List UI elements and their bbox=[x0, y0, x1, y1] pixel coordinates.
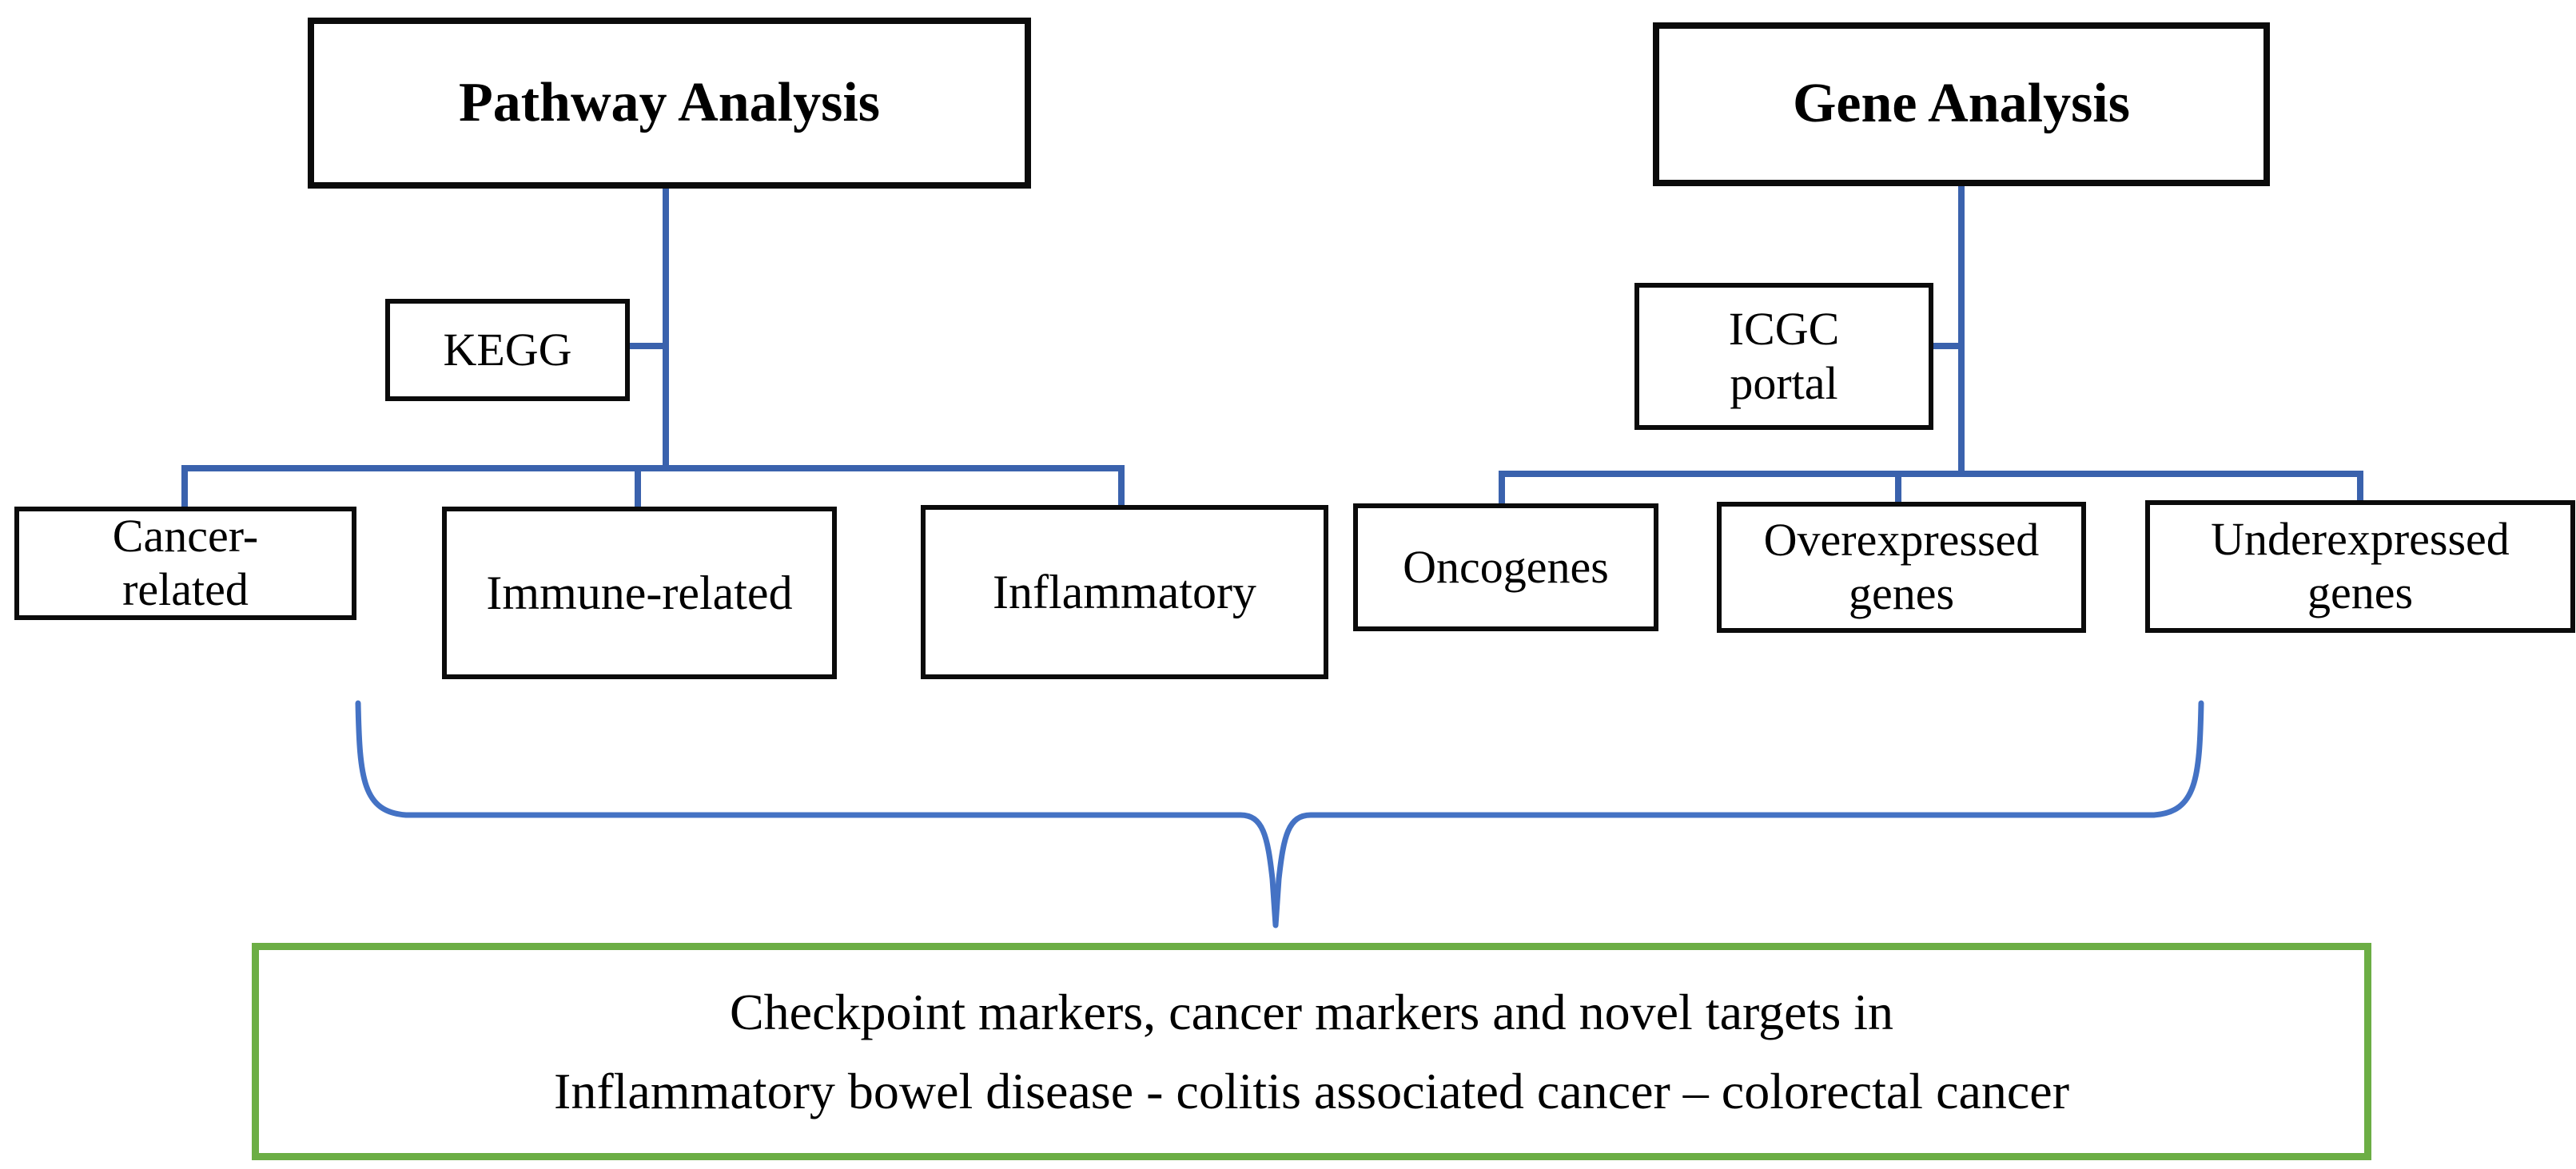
connector-gene-branch-bar bbox=[1499, 471, 2363, 477]
connector-drop-immune-related bbox=[635, 465, 641, 507]
connector-pathway-branch-bar bbox=[181, 465, 1125, 471]
connector-icgc-to-trunk bbox=[1928, 343, 1961, 349]
pathway-analysis-label: Pathway Analysis bbox=[458, 71, 881, 133]
inflammatory-box: Inflammatory bbox=[921, 505, 1328, 679]
connector-drop-inflammatory bbox=[1118, 465, 1125, 505]
connector-kegg-to-trunk bbox=[626, 343, 666, 349]
result-label: Checkpoint markers, cancer markers and n… bbox=[554, 983, 2069, 1119]
overexpressed-genes-label: Overexpressed genes bbox=[1763, 514, 2040, 619]
connector-drop-overexpressed bbox=[1895, 471, 1901, 502]
result-box: Checkpoint markers, cancer markers and n… bbox=[252, 943, 2371, 1160]
icgc-portal-label: ICGC portal bbox=[1728, 302, 1840, 409]
gene-analysis-label: Gene Analysis bbox=[1792, 73, 2131, 135]
pathway-analysis-box: Pathway Analysis bbox=[308, 18, 1031, 189]
connector-pathway-trunk bbox=[663, 189, 669, 470]
icgc-portal-box: ICGC portal bbox=[1634, 283, 1933, 430]
oncogenes-label: Oncogenes bbox=[1403, 540, 1609, 593]
cancer-related-box: Cancer- related bbox=[14, 507, 356, 620]
oncogenes-box: Oncogenes bbox=[1353, 503, 1658, 631]
underexpressed-genes-label: Underexpressed genes bbox=[2211, 513, 2510, 618]
overexpressed-genes-box: Overexpressed genes bbox=[1717, 502, 2086, 633]
gene-analysis-box: Gene Analysis bbox=[1653, 22, 2270, 186]
immune-related-label: Immune-related bbox=[486, 566, 793, 619]
immune-related-box: Immune-related bbox=[442, 507, 837, 679]
connector-drop-oncogenes bbox=[1499, 471, 1505, 503]
connector-drop-cancer-related bbox=[181, 465, 188, 507]
kegg-label: KEGG bbox=[443, 323, 572, 376]
connector-gene-trunk bbox=[1958, 186, 1965, 474]
cancer-related-label: Cancer- related bbox=[112, 510, 259, 615]
connector-drop-underexpressed bbox=[2357, 471, 2363, 500]
underexpressed-genes-box: Underexpressed genes bbox=[2145, 500, 2575, 633]
kegg-box: KEGG bbox=[385, 299, 630, 401]
inflammatory-label: Inflammatory bbox=[993, 565, 1256, 618]
